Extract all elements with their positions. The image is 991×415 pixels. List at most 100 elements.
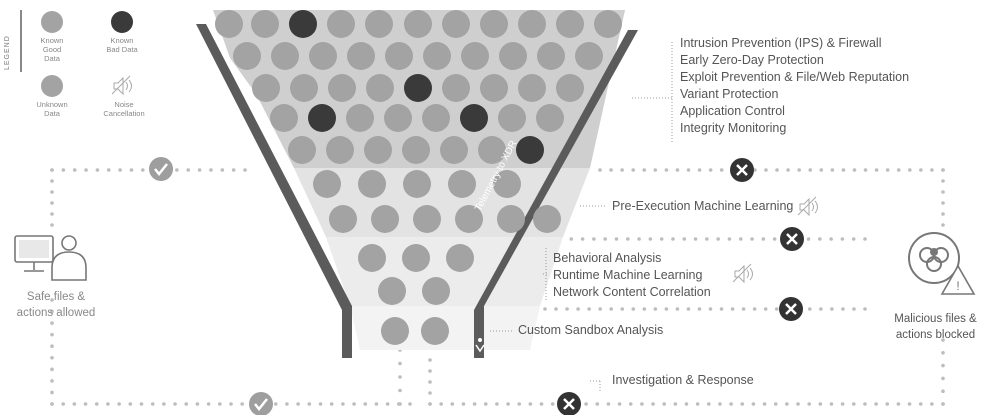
- legend-known-good-label: Known Good Data: [40, 36, 64, 63]
- path-dot: [625, 237, 630, 241]
- path-dot: [693, 237, 698, 241]
- path-dot: [580, 237, 585, 241]
- path-dot: [664, 168, 669, 172]
- data-ball: [358, 170, 386, 198]
- sandbox-label: Custom Sandbox Analysis: [518, 323, 664, 337]
- path-dot: [128, 402, 133, 406]
- path-dot: [719, 307, 724, 311]
- data-ball: [480, 10, 508, 38]
- path-dot: [640, 402, 644, 406]
- safe-outcome-line2: actions allowed: [16, 307, 96, 319]
- path-dot: [896, 168, 901, 172]
- path-dot: [651, 402, 655, 406]
- path-dot: [472, 402, 477, 406]
- x-icon: [730, 158, 754, 182]
- path-dot: [595, 402, 600, 406]
- data-ball: [328, 74, 356, 102]
- path-dot: [517, 402, 522, 406]
- path-dot: [598, 307, 602, 311]
- legend-known-bad-ball: [111, 11, 133, 33]
- path-dot: [673, 402, 678, 406]
- path-dot: [206, 402, 211, 406]
- pre-exec-label: Pre-Execution Machine Learning: [612, 199, 794, 213]
- path-dot: [50, 212, 54, 216]
- path-dot: [941, 223, 945, 227]
- path-dot: [587, 307, 591, 311]
- path-dot: [565, 307, 569, 311]
- path-dot: [763, 307, 768, 311]
- path-dot: [653, 168, 658, 172]
- path-dot: [653, 307, 658, 311]
- data-ball: [478, 136, 506, 164]
- path-dot: [554, 307, 558, 311]
- path-dot: [941, 212, 945, 216]
- layer-label: Network Content Correlation: [553, 285, 711, 299]
- path-dot: [50, 309, 54, 314]
- path-dot: [385, 402, 390, 406]
- path-dot: [218, 402, 222, 406]
- path-dot: [576, 307, 580, 311]
- bad-data-ball: [308, 104, 336, 132]
- data-ball: [309, 42, 337, 70]
- path-dot: [918, 402, 923, 406]
- data-ball: [378, 277, 406, 305]
- path-dot: [796, 402, 800, 406]
- path-dot: [751, 402, 756, 406]
- path-dot: [543, 307, 547, 311]
- data-ball: [358, 244, 386, 272]
- data-ball: [422, 104, 450, 132]
- blocked-outcome-label: Malicious files & actions blocked: [880, 311, 991, 343]
- path-dot: [461, 402, 466, 406]
- path-dot: [61, 168, 66, 172]
- path-dot: [675, 307, 680, 311]
- data-ball: [402, 136, 430, 164]
- data-ball: [346, 104, 374, 132]
- path-dot: [705, 237, 709, 241]
- path-dot: [50, 402, 54, 406]
- path-dot: [841, 307, 845, 311]
- layer-label: Early Zero-Day Protection: [680, 53, 824, 67]
- data-ball: [365, 10, 393, 38]
- path-dot: [483, 402, 488, 406]
- data-ball: [537, 42, 565, 70]
- path-dot: [686, 168, 691, 172]
- data-ball: [371, 205, 399, 233]
- data-ball: [442, 74, 470, 102]
- data-ball: [498, 104, 526, 132]
- path-dot: [307, 402, 312, 406]
- path-dot: [50, 321, 54, 325]
- path-dot: [569, 237, 574, 241]
- path-dot: [296, 402, 300, 406]
- path-dot: [941, 389, 945, 394]
- path-dot: [50, 298, 54, 302]
- legend-known-bad-label: Known Bad Data: [106, 36, 138, 54]
- data-ball: [455, 205, 483, 233]
- path-dot: [428, 358, 432, 362]
- path-dot: [648, 237, 653, 241]
- path-dot: [818, 402, 823, 406]
- data-ball: [422, 277, 450, 305]
- data-ball: [385, 42, 413, 70]
- path-dot: [729, 402, 733, 406]
- path-dot: [730, 307, 735, 311]
- path-dot: [659, 237, 664, 241]
- path-dot: [398, 402, 402, 406]
- path-dot: [129, 168, 134, 172]
- data-ball: [442, 10, 470, 38]
- svg-text:!: !: [956, 279, 959, 293]
- path-dot: [851, 402, 856, 406]
- data-ball: [556, 74, 584, 102]
- path-dot: [762, 402, 767, 406]
- check-icon: [249, 392, 273, 415]
- path-dot: [885, 168, 890, 172]
- path-dot: [209, 168, 213, 172]
- data-ball: [533, 205, 561, 233]
- path-dot: [708, 168, 713, 172]
- path-dot: [840, 237, 845, 241]
- path-dot: [95, 168, 100, 172]
- path-dot: [50, 355, 54, 360]
- path-dot: [374, 402, 379, 406]
- path-dot: [941, 190, 945, 194]
- path-dot: [72, 402, 77, 406]
